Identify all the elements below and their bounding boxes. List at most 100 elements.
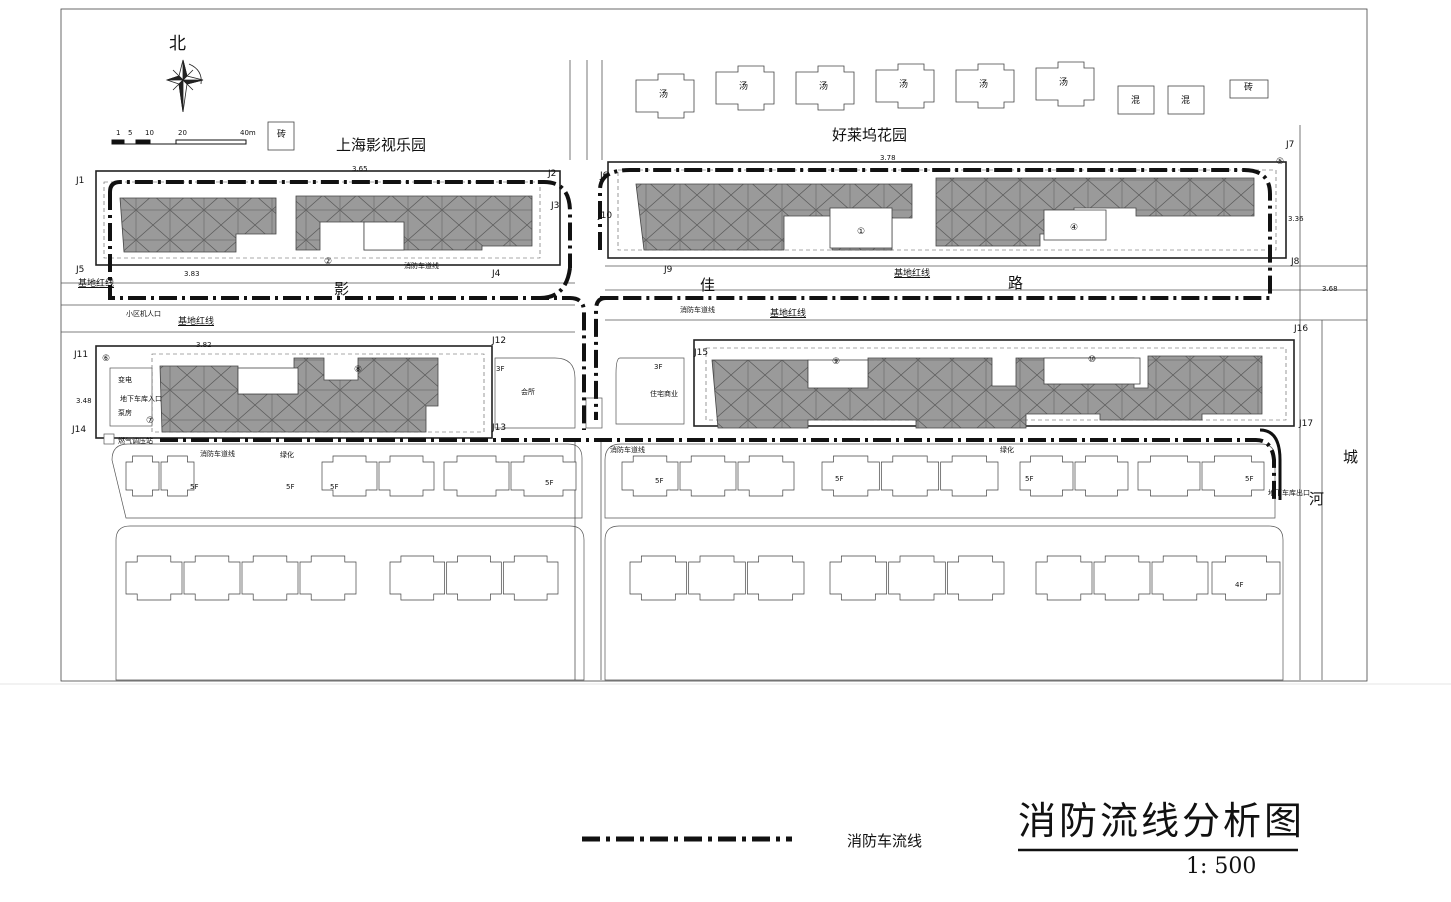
row-house-south-2-0 (629, 555, 688, 601)
hollywood-garden-label: 好莱坞花园 (832, 126, 908, 144)
compass-rose (165, 59, 204, 113)
bldg-num-10: ⑩ (1088, 355, 1097, 365)
row-house-north-0-0 (125, 455, 160, 497)
row-house-south-2-1 (688, 555, 746, 601)
north-neighbor-buildings (267, 61, 1269, 151)
yingjia-road (61, 265, 1367, 333)
row-house-south-0-1 (183, 555, 241, 601)
south-row-houses (125, 455, 1281, 601)
row-house-north-5-0 (1019, 455, 1074, 497)
red-line-label-4: 基地红线 (770, 309, 807, 319)
row-house-south-0-3 (299, 555, 357, 601)
row-house-north-4-2 (940, 455, 999, 497)
row-house-north-3-1 (679, 455, 737, 497)
scale-tick-1: 1 (116, 129, 121, 137)
point-J9: J9 (664, 265, 673, 275)
north-bldg-4: 汤 (819, 82, 829, 92)
road-char-3: 路 (1008, 274, 1024, 292)
row-house-north-2-1 (510, 455, 577, 497)
elev-7: 3.36 (1288, 215, 1304, 223)
row-house-north-4-1 (880, 455, 940, 497)
label-underground-entrance: 地下车库入口 (120, 395, 162, 403)
shanghai-studio-label: 上海影视乐园 (336, 136, 427, 154)
row-house-south-2-2 (746, 555, 805, 601)
row-house-north-6-1 (1201, 455, 1265, 497)
elev-5: 3.82 (196, 341, 212, 349)
north-south-road (569, 60, 603, 680)
point-J5: J5 (76, 265, 85, 275)
label-public-facility: 会所 (521, 388, 535, 396)
row-house-south-4-0 (1035, 555, 1093, 601)
floor-3: 5F (330, 483, 339, 491)
row-house-south-3-0 (829, 555, 888, 601)
point-J14: J14 (72, 425, 87, 435)
label-pump: 泵房 (118, 409, 132, 417)
label-shop: 住宅商业 (650, 390, 678, 398)
scale-bar-graphic (111, 139, 247, 145)
bldg-num-5: ⑤ (1276, 157, 1285, 167)
north-bldg-1: 砖 (277, 130, 287, 140)
floor-8: 5F (1245, 475, 1254, 483)
river-char-2: 河 (1309, 490, 1325, 508)
courtyards (237, 207, 1141, 395)
point-J17: J17 (1299, 419, 1314, 429)
fire-road-label-2: 消防车道线 (680, 306, 715, 314)
fire-truck-route[interactable] (108, 168, 1276, 500)
floor-4: 5F (545, 479, 554, 487)
fire-road-label-4: 消防车道线 (610, 446, 645, 454)
red-line-label-3: 基地红线 (894, 269, 931, 279)
legend-label: 消防车流线 (847, 832, 923, 850)
south-edge-road (1259, 428, 1282, 500)
row-house-north-1-1 (378, 455, 435, 497)
north-bldg-9: 混 (1181, 96, 1191, 106)
north-bldg-3: 汤 (739, 82, 749, 92)
north-bldg-8: 混 (1131, 96, 1141, 106)
point-J8: J8 (1291, 257, 1300, 267)
point-J1: J1 (76, 176, 85, 186)
label-ramp: 地下车库出口 (1268, 489, 1310, 497)
fire-road-label-1: 消防车道线 (404, 262, 439, 270)
row-house-south-1-0 (389, 555, 446, 601)
bldg-num-6: ⑥ (102, 354, 111, 364)
elev-1: 3.65 (352, 165, 368, 173)
north-bldg-6: 汤 (979, 80, 989, 90)
north-bldg-10: 砖 (1244, 83, 1254, 93)
label-substation: 变电 (118, 376, 132, 384)
row-house-north-5-1 (1074, 455, 1129, 497)
point-J13: J13 (492, 423, 507, 433)
north-bldg-2: 汤 (659, 90, 669, 100)
bldg-num-8: ⑧ (354, 365, 363, 375)
bldg-num-9: ⑨ (832, 357, 841, 367)
row-house-south-4-1 (1093, 555, 1151, 601)
drawing-title: 消防流线分析图 (1018, 799, 1306, 843)
label-green-1: 绿化 (280, 451, 294, 459)
scale-tick-10: 10 (145, 129, 154, 137)
label-green-2: 绿化 (1000, 446, 1014, 454)
point-J2: J2 (548, 169, 557, 179)
floor-11: 3F (654, 363, 663, 371)
red-line-label-2: 基地红线 (178, 317, 215, 327)
bldg-num-7: ⑦ (146, 416, 155, 426)
point-J12: J12 (492, 336, 507, 346)
row-house-north-2-0 (443, 455, 510, 497)
floor-1: 5F (190, 483, 199, 491)
floor-9: 4F (1235, 581, 1244, 589)
point-J3: J3 (551, 201, 560, 211)
river-char-1: 城 (1343, 448, 1359, 466)
elev-2: 3.78 (880, 154, 896, 162)
bldg-num-1: ① (857, 227, 866, 237)
plot-frame (60, 8, 1368, 682)
label-community-entrance: 小区机人口 (126, 310, 161, 318)
point-J7: J7 (1286, 140, 1295, 150)
floor-10: 3F (496, 365, 505, 373)
floor-2: 5F (286, 483, 295, 491)
row-house-north-6-0 (1137, 455, 1201, 497)
point-J10: J10 (598, 211, 613, 221)
label-gas: 燃气调压站 (118, 437, 153, 445)
scale-tick-5: 5 (128, 129, 133, 137)
floor-6: 5F (835, 475, 844, 483)
point-J16: J16 (1294, 324, 1309, 334)
point-J4: J4 (492, 269, 501, 279)
row-house-north-1-0 (321, 455, 378, 497)
